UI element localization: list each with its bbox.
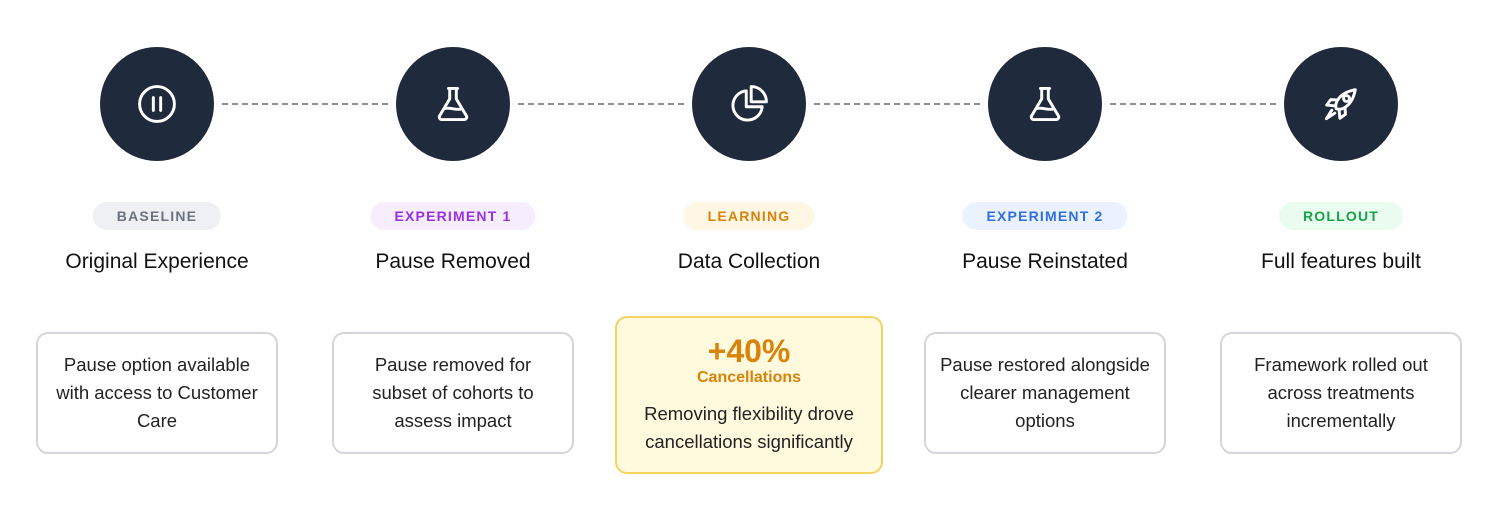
connector-3-4 (814, 103, 980, 105)
connector-1-2 (222, 103, 388, 105)
timeline-step-experiment-2: EXPERIMENT 2 Pause Reinstated Pause rest… (897, 0, 1193, 524)
step-node (1284, 47, 1398, 161)
timeline-step-learning: LEARNING Data Collection +40% Cancellati… (601, 0, 897, 524)
step-node (100, 47, 214, 161)
stage-badge: ROLLOUT (1278, 202, 1404, 230)
flask-icon (1029, 86, 1061, 122)
step-title: Pause Removed (375, 250, 531, 273)
timeline-step-rollout: ROLLOUT Full features built Framework ro… (1193, 0, 1489, 524)
step-title: Original Experience (65, 250, 249, 273)
pause-icon (138, 85, 176, 123)
highlight-stat-card: +40% Cancellations Removing flexibility … (615, 316, 883, 474)
step-description: Pause option available with access to Cu… (56, 354, 258, 431)
step-description-card: Framework rolled out across treatments i… (1220, 332, 1462, 454)
step-description-card: Pause restored alongside clearer managem… (924, 332, 1166, 454)
stage-badge: EXPERIMENT 2 (962, 202, 1128, 230)
stat-label: Cancellations (696, 369, 802, 386)
flask-icon (437, 86, 469, 122)
connector-4-5 (1110, 103, 1276, 105)
step-title: Pause Reinstated (962, 250, 1128, 273)
step-node (692, 47, 806, 161)
rocket-icon (1324, 88, 1357, 121)
step-node (988, 47, 1102, 161)
stage-badge: BASELINE (92, 202, 222, 230)
connector-2-3 (518, 103, 684, 105)
timeline-step-baseline: BASELINE Original Experience Pause optio… (9, 0, 305, 524)
stage-badge: EXPERIMENT 1 (370, 202, 536, 230)
step-description: Pause restored alongside clearer managem… (940, 354, 1150, 431)
step-description: Framework rolled out across treatments i… (1254, 354, 1428, 431)
step-node (396, 47, 510, 161)
step-title: Data Collection (677, 250, 821, 273)
step-title: Full features built (1261, 250, 1421, 273)
step-description: Removing flexibility drove cancellations… (644, 403, 854, 452)
pie-chart-icon (731, 85, 768, 122)
step-description-card: Pause removed for subset of cohorts to a… (332, 332, 574, 454)
stage-badge: LEARNING (683, 202, 815, 230)
timeline-step-experiment-1: EXPERIMENT 1 Pause Removed Pause removed… (305, 0, 601, 524)
stat-value: +40% (707, 333, 791, 369)
step-description: Pause removed for subset of cohorts to a… (372, 354, 534, 431)
step-description-card: Pause option available with access to Cu… (36, 332, 278, 454)
